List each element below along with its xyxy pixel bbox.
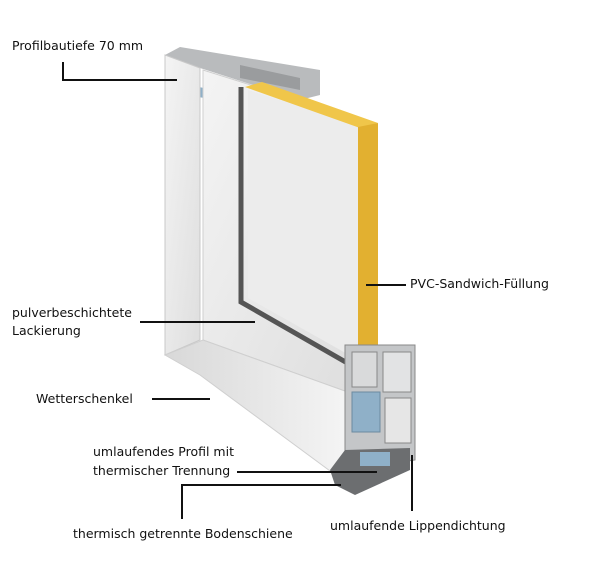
leader-line <box>152 398 210 400</box>
insulation-side <box>358 123 378 356</box>
label-coating-1: pulverbeschichtete <box>12 305 132 320</box>
leader-line <box>62 79 177 81</box>
label-weather-bar: Wetterschenkel <box>36 391 133 406</box>
sandwich-panel <box>248 90 358 360</box>
label-sandwich-fill: PVC-Sandwich-Füllung <box>410 276 549 291</box>
leader-line <box>411 455 413 511</box>
leader-line <box>140 321 255 323</box>
label-thermal-profile-2: thermischer Trennung <box>93 463 231 478</box>
frame-stile <box>164 54 201 356</box>
label-thermal-profile-1: umlaufendes Profil mit <box>93 444 234 459</box>
leader-line <box>181 484 341 486</box>
label-profile-depth: Profilbautiefe 70 mm <box>12 38 144 53</box>
panel-groove <box>238 87 358 371</box>
label-floor-rail: thermisch getrennte Bodenschiene <box>73 526 293 541</box>
bottom-profile-section <box>330 344 416 495</box>
leader-line <box>237 471 377 473</box>
leader-line <box>366 284 406 286</box>
leader-line <box>181 484 183 519</box>
label-coating-2: Lackierung <box>12 323 81 338</box>
leader-line <box>62 62 64 80</box>
label-lip-seal: umlaufende Lippendichtung <box>330 518 506 533</box>
insulation-top <box>245 82 378 128</box>
